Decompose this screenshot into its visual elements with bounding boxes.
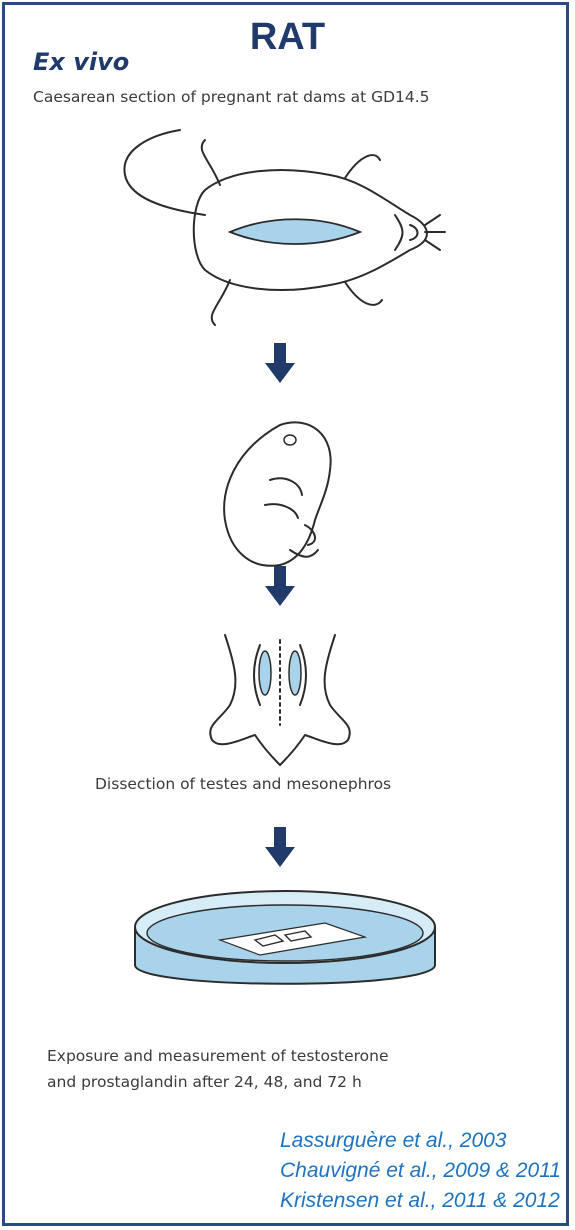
petri-dish-icon (125, 885, 445, 1005)
rat-icon (110, 120, 440, 340)
down-arrow-icon (265, 566, 295, 606)
references: Lassurguère et al., 2003 Chauvigné et al… (280, 1126, 561, 1216)
step-caesarean-text: Caesarean section of pregnant rat dams a… (33, 88, 430, 106)
down-arrow-icon (265, 343, 295, 383)
step-exposure-text-line1: Exposure and measurement of testosterone (47, 1047, 389, 1065)
reference-item: Chauvigné et al., 2009 & 2011 (280, 1156, 561, 1186)
step-exposure-text-line2: and prostaglandin after 24, 48, and 72 h (47, 1073, 362, 1091)
step-dissection-text: Dissection of testes and mesonephros (95, 775, 391, 793)
embryo-icon (210, 410, 360, 575)
testes-mesonephros-icon (200, 625, 360, 765)
down-arrow-icon (265, 827, 295, 867)
reference-item: Kristensen et al., 2011 & 2012 (280, 1186, 561, 1216)
reference-item: Lassurguère et al., 2003 (280, 1126, 561, 1156)
method-label: Ex vivo (33, 48, 129, 76)
